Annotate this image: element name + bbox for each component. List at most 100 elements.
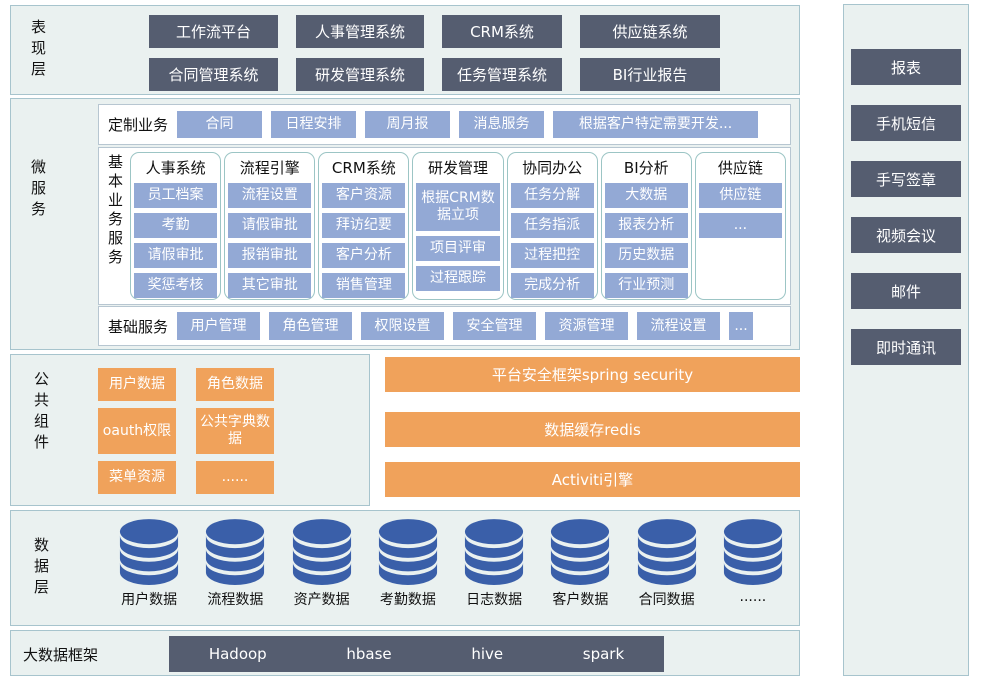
presentation-block: 合同管理系统 bbox=[149, 58, 278, 91]
base-service-block: 流程设置 bbox=[637, 312, 721, 340]
middleware-bar-spring-security: 平台安全框架spring security bbox=[385, 357, 800, 392]
capability-block: 邮件 bbox=[851, 273, 961, 309]
capability-block: 报表 bbox=[851, 49, 961, 85]
service-column: CRM系统 客户资源 拜访纪要 客户分析 销售管理 bbox=[318, 152, 410, 300]
custom-business-block: 消息服务 bbox=[459, 111, 545, 138]
custom-business-block: 根据客户特定需要开发... bbox=[553, 111, 759, 138]
database-icon bbox=[206, 519, 265, 585]
database-label: 合同数据 bbox=[638, 592, 695, 608]
base-service-block: 资源管理 bbox=[545, 312, 629, 340]
bigdata-item: hive bbox=[471, 645, 504, 663]
database-label: 日志数据 bbox=[466, 592, 523, 608]
capability-block: 视频会议 bbox=[851, 217, 961, 253]
service-item-block: 任务指派 bbox=[510, 213, 594, 238]
service-column: 供应链 供应链 ... bbox=[694, 152, 786, 300]
database-label: 流程数据 bbox=[207, 592, 264, 608]
service-column-title: 人事系统 bbox=[145, 158, 206, 177]
presentation-block: 供应链系统 bbox=[580, 15, 720, 48]
custom-business-label: 定制业务 bbox=[108, 116, 169, 134]
database-item: 流程数据 bbox=[192, 518, 278, 609]
right-capabilities-panel: 报表 手机短信 手写签章 视频会议 邮件 即时通讯 bbox=[843, 4, 969, 676]
common-component-block: 公共字典数据 bbox=[196, 408, 274, 454]
service-item-block: ... bbox=[698, 213, 782, 238]
data-layer-label: 数据层 bbox=[32, 537, 50, 600]
service-item-block: 供应链 bbox=[698, 183, 782, 208]
database-row: 用户数据 流程数据 资产数据 考勤数据 日志数据 客户数据 合同数据 .... bbox=[106, 518, 796, 609]
database-icon bbox=[637, 519, 696, 585]
common-component-block: oauth权限 bbox=[98, 408, 176, 454]
base-service-block: 安全管理 bbox=[453, 312, 537, 340]
database-item: 日志数据 bbox=[451, 518, 537, 609]
database-item: 考勤数据 bbox=[365, 518, 451, 609]
common-component-block: ...... bbox=[196, 461, 274, 494]
service-column-title: 协同办公 bbox=[522, 158, 583, 177]
middleware-bar-redis: 数据缓存redis bbox=[385, 412, 800, 447]
custom-business-block: 合同 bbox=[177, 111, 263, 138]
presentation-block: 任务管理系统 bbox=[442, 58, 562, 91]
common-components-grid: 用户数据 角色数据 oauth权限 公共字典数据 菜单资源 ...... bbox=[98, 368, 274, 494]
service-item-block: 项目评审 bbox=[416, 236, 500, 261]
service-item-block: 报销审批 bbox=[228, 243, 312, 268]
service-column: 研发管理 根据CRM数据立项 项目评审 过程跟踪 bbox=[412, 152, 504, 300]
bigdata-framework-bar: Hadoop hbase hive spark bbox=[169, 636, 664, 672]
service-item-block: 考勤 bbox=[134, 213, 218, 238]
basic-business-panel: 基本业务服务 人事系统 员工档案 考勤 请假审批 奖惩考核 流程引擎 流程设置 … bbox=[98, 147, 791, 305]
microservices-section: 微服务 定制业务 合同 日程安排 周月报 消息服务 根据客户特定需要开发... … bbox=[10, 98, 800, 350]
database-icon bbox=[292, 519, 351, 585]
basic-business-label: 基本业务服务 bbox=[106, 154, 124, 268]
service-column: 协同办公 任务分解 任务指派 过程把控 完成分析 bbox=[506, 152, 598, 300]
service-item-block: 报表分析 bbox=[604, 213, 688, 238]
capability-block: 即时通讯 bbox=[851, 329, 961, 365]
service-column-title: BI分析 bbox=[623, 158, 669, 177]
database-item: ...... bbox=[710, 518, 796, 609]
right-capabilities-list: 报表 手机短信 手写签章 视频会议 邮件 即时通讯 bbox=[844, 5, 968, 365]
presentation-block: 人事管理系统 bbox=[296, 15, 424, 48]
database-item: 客户数据 bbox=[537, 518, 623, 609]
service-item-block: 客户分析 bbox=[322, 243, 406, 268]
bigdata-item: spark bbox=[582, 645, 625, 663]
middleware-bar-activiti: Activiti引擎 bbox=[385, 462, 800, 497]
database-label: ...... bbox=[739, 589, 767, 605]
service-item-block: 过程把控 bbox=[510, 243, 594, 268]
database-label: 客户数据 bbox=[552, 592, 609, 608]
service-item-block: 请假审批 bbox=[134, 243, 218, 268]
service-item-block: 销售管理 bbox=[322, 273, 406, 298]
service-item-block: 大数据 bbox=[604, 183, 688, 208]
common-component-block: 角色数据 bbox=[196, 368, 274, 401]
database-item: 用户数据 bbox=[106, 518, 192, 609]
custom-business-block: 周月报 bbox=[365, 111, 451, 138]
presentation-block: BI行业报告 bbox=[580, 58, 720, 91]
database-label: 用户数据 bbox=[121, 592, 178, 608]
service-column: 人事系统 员工档案 考勤 请假审批 奖惩考核 bbox=[130, 152, 222, 300]
bigdata-item: hbase bbox=[346, 645, 392, 663]
base-service-block: 用户管理 bbox=[177, 312, 261, 340]
custom-business-block: 日程安排 bbox=[271, 111, 357, 138]
service-item-block: 奖惩考核 bbox=[134, 273, 218, 298]
service-item-block: 客户资源 bbox=[322, 183, 406, 208]
bigdata-item: Hadoop bbox=[208, 645, 267, 663]
presentation-buttons: 工作流平台 人事管理系统 CRM系统 供应链系统 合同管理系统 研发管理系统 任… bbox=[149, 15, 720, 91]
service-item-block: 流程设置 bbox=[228, 183, 312, 208]
presentation-block: 工作流平台 bbox=[149, 15, 278, 48]
service-item-block: 完成分析 bbox=[510, 273, 594, 298]
data-layer-section: 数据层 用户数据 流程数据 资产数据 考勤数据 日志数据 客户数据 合同数据 bbox=[10, 510, 800, 626]
capability-block: 手机短信 bbox=[851, 105, 961, 141]
database-icon bbox=[551, 519, 610, 585]
presentation-layer-section: 表现层 工作流平台 人事管理系统 CRM系统 供应链系统 合同管理系统 研发管理… bbox=[10, 5, 800, 95]
bigdata-framework-label: 大数据框架 bbox=[23, 646, 99, 664]
bigdata-framework-section: 大数据框架 Hadoop hbase hive spark bbox=[10, 630, 800, 676]
service-item-block: 历史数据 bbox=[604, 243, 688, 268]
database-icon bbox=[723, 519, 782, 585]
microservices-label: 微服务 bbox=[29, 159, 47, 222]
base-services-label: 基础服务 bbox=[108, 317, 169, 336]
service-column: BI分析 大数据 报表分析 历史数据 行业预测 bbox=[600, 152, 692, 300]
service-column: 流程引擎 流程设置 请假审批 报销审批 其它审批 bbox=[224, 152, 316, 300]
common-components-label: 公共组件 bbox=[32, 371, 50, 455]
presentation-layer-label: 表现层 bbox=[29, 19, 47, 82]
common-component-block: 用户数据 bbox=[98, 368, 176, 401]
service-item-block: 根据CRM数据立项 bbox=[416, 183, 500, 231]
custom-business-panel: 定制业务 合同 日程安排 周月报 消息服务 根据客户特定需要开发... bbox=[98, 104, 791, 145]
service-item-block: 拜访纪要 bbox=[322, 213, 406, 238]
service-column-title: 研发管理 bbox=[427, 158, 488, 177]
common-component-block: 菜单资源 bbox=[98, 461, 176, 494]
